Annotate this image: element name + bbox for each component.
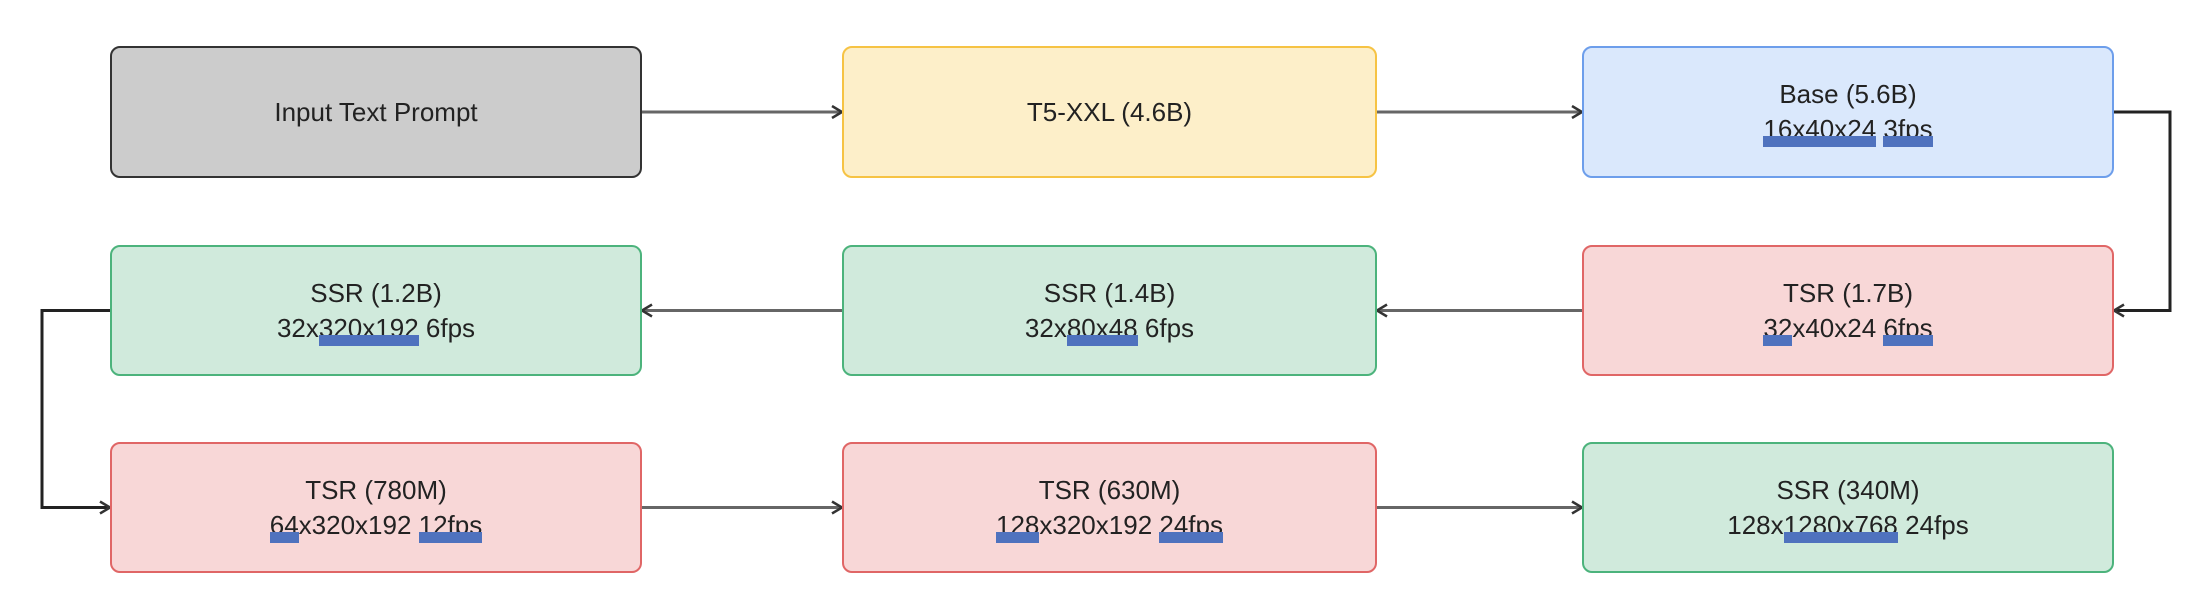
text-segment: 128x	[1727, 509, 1784, 540]
highlighted-segment: 320x192	[318, 312, 419, 343]
node-ssr-340m: SSR (340M)128x1280x768 24fps	[1582, 442, 2114, 573]
text-segment: 6fps	[418, 312, 476, 343]
text-segment: TSR (1.7B)	[1782, 277, 1914, 308]
text-segment: SSR (1.2B)	[310, 277, 442, 308]
node-title: TSR (630M)	[1039, 473, 1181, 508]
highlighted-segment: 32	[1763, 312, 1793, 343]
highlighted-segment: 24fps	[1159, 509, 1223, 540]
highlighted-segment: 3fps	[1883, 114, 1933, 144]
text-segment: T5-XXL (4.6B)	[1026, 96, 1193, 127]
node-resolution: 32x40x24 6fps	[1763, 311, 1932, 346]
node-ssr-1-2b: SSR (1.2B)32x320x192 6fps	[110, 245, 642, 376]
node-resolution: 128x320x192 24fps	[996, 508, 1223, 543]
arrow-base-to-tsr-1-7b	[2114, 110, 2172, 311]
text-segment: Base (5.6B)	[1779, 79, 1917, 109]
node-resolution: 64x320x192 12fps	[270, 508, 483, 543]
node-resolution: 32x80x48 6fps	[1025, 311, 1194, 346]
text-segment: x40x24	[1792, 312, 1884, 343]
highlighted-segment: 128	[996, 509, 1040, 540]
node-title: TSR (1.7B)	[1783, 276, 1913, 311]
text-segment: SSR (340M)	[1776, 474, 1920, 505]
text-segment: TSR (630M)	[1038, 474, 1181, 505]
text-segment: Input Text Prompt	[274, 96, 478, 127]
node-tsr-1-7b: TSR (1.7B)32x40x24 6fps	[1582, 245, 2114, 376]
text-segment: x320x192	[298, 509, 419, 540]
node-resolution: 128x1280x768 24fps	[1727, 508, 1968, 543]
highlighted-segment: 80x48	[1066, 312, 1138, 343]
node-input-text-prompt: Input Text Prompt	[110, 46, 642, 178]
node-title: SSR (1.2B)	[310, 276, 442, 311]
node-title: T5-XXL (4.6B)	[1027, 95, 1192, 130]
text-segment: 32x	[1024, 312, 1067, 343]
node-t5-xxl: T5-XXL (4.6B)	[842, 46, 1377, 178]
text-segment: x320x192	[1039, 509, 1160, 540]
text-segment: 24fps	[1897, 509, 1969, 540]
text-segment: 6fps	[1137, 312, 1195, 343]
text-segment: TSR (780M)	[305, 474, 447, 505]
node-tsr-780m: TSR (780M)64x320x192 12fps	[110, 442, 642, 573]
node-title: Input Text Prompt	[274, 95, 477, 130]
highlighted-segment: 6fps	[1883, 312, 1933, 343]
node-title: SSR (340M)	[1776, 473, 1919, 508]
node-tsr-630m: TSR (630M)128x320x192 24fps	[842, 442, 1377, 573]
highlighted-segment: 12fps	[418, 509, 483, 540]
node-base-model: Base (5.6B)16x40x24 3fps	[1582, 46, 2114, 178]
node-title: SSR (1.4B)	[1044, 276, 1176, 311]
node-resolution: 32x320x192 6fps	[277, 311, 475, 346]
text-segment: SSR (1.4B)	[1043, 277, 1176, 308]
node-title: TSR (780M)	[305, 473, 447, 508]
text-segment: 32x	[276, 312, 319, 343]
node-resolution: 16x40x24 3fps	[1763, 112, 1932, 147]
node-ssr-1-4b: SSR (1.4B)32x80x48 6fps	[842, 245, 1377, 376]
highlighted-segment: 1280x768	[1783, 509, 1898, 540]
highlighted-segment: 64	[269, 509, 299, 540]
highlighted-segment: 16x40x24	[1763, 114, 1877, 144]
node-title: Base (5.6B)	[1779, 77, 1916, 112]
arrow-ssr-1-2b-to-tsr-780m	[40, 309, 110, 508]
